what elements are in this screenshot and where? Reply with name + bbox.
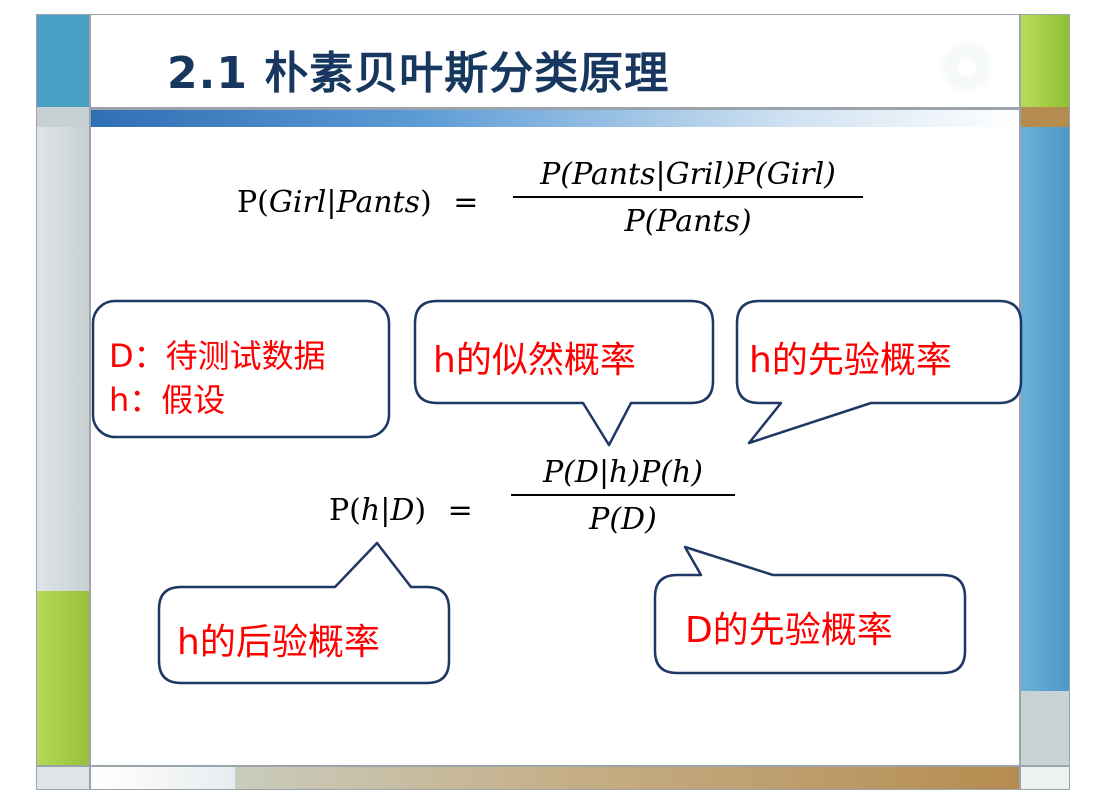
formula1-numerator: P(Pants|Gril)P(Girl) (540, 157, 836, 192)
legend-line-h: h：假设 (109, 381, 226, 419)
formula2-lhs-var: h|D (360, 493, 415, 528)
top-right-green-block (1021, 15, 1069, 107)
right-vertical-rule (1019, 15, 1021, 789)
formula1-lhs-var: Girl|Pants (268, 185, 420, 220)
formula2-fraction: P(D|h)P(h) P(D) (511, 455, 735, 537)
header-divider-line (91, 107, 1019, 110)
prior-h-label: h的先验概率 (749, 340, 952, 381)
right-brown-cell (1021, 107, 1069, 127)
footer-top-rule (37, 765, 1069, 767)
formula1-lhs-prefix: P( (237, 185, 269, 220)
formula2-lhs-prefix: P( (329, 493, 361, 528)
formula2-lhs: P(h|D) = (329, 493, 473, 528)
formula1-fraction-bar (513, 196, 863, 198)
right-blue-strip (1021, 127, 1069, 691)
legend-line-d: D：待测试数据 (109, 337, 326, 375)
left-vertical-rule (89, 15, 91, 789)
formula1-lhs: P(Girl|Pants) = (237, 185, 478, 220)
right-gray-block (1021, 691, 1069, 767)
formula2-fraction-bar (511, 494, 735, 496)
prior-d-label: D的先验概率 (685, 610, 893, 651)
top-left-teal-block (37, 15, 89, 107)
formula1-denominator: P(Pants) (624, 204, 752, 239)
formula1-fraction: P(Pants|Gril)P(Girl) P(Pants) (513, 157, 863, 239)
formula2-denominator: P(D) (589, 502, 657, 537)
posterior-callout-box (157, 541, 451, 685)
formula2-equals: = (447, 493, 473, 528)
header-blue-bar (91, 110, 1019, 127)
legend-callout-box (91, 299, 391, 439)
prior-h-callout-box (735, 299, 1023, 445)
left-bottom-cell (37, 767, 89, 789)
header-left-gray-cell (37, 107, 89, 127)
left-gray-strip (37, 107, 89, 591)
prior-d-callout-box (653, 545, 967, 675)
formula1-equals: = (453, 185, 479, 220)
formula2-numerator: P(D|h)P(h) (543, 455, 703, 490)
left-green-block (37, 591, 89, 767)
likelihood-callout-box (413, 299, 715, 447)
right-bottom-cell (1021, 767, 1069, 789)
footer-brown-bar (235, 767, 1019, 789)
likelihood-label: h的似然概率 (433, 340, 636, 381)
slide-title: 2.1 朴素贝叶斯分类原理 (167, 48, 670, 99)
formula1-lhs-suffix: ) (420, 185, 432, 220)
sparkle-icon (931, 31, 1003, 103)
formula2-lhs-suffix: ) (414, 493, 427, 528)
callout-shapes (91, 299, 1023, 685)
slide: 2.1 朴素贝叶斯分类原理 P(Girl|Pants) = P(Pants|Gr… (36, 14, 1070, 790)
footer-white-bar (91, 767, 235, 789)
posterior-label: h的后验概率 (177, 622, 380, 663)
